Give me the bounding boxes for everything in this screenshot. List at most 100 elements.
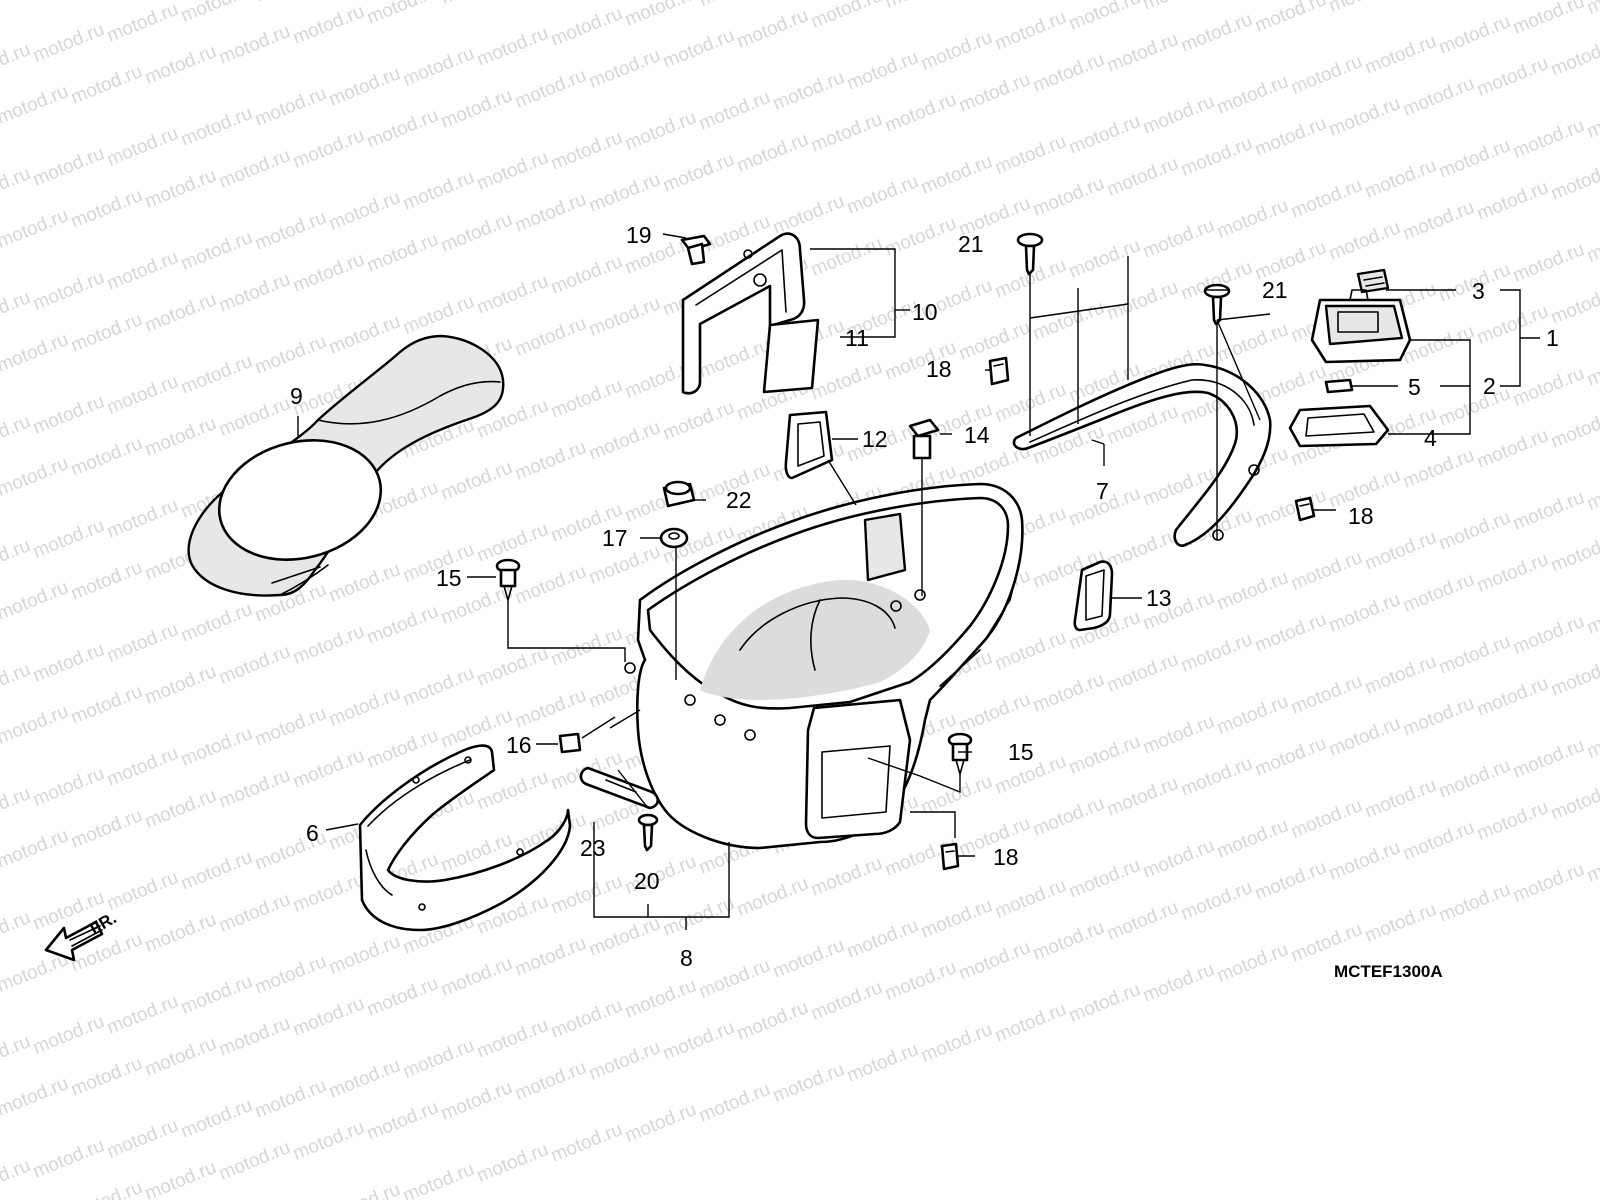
watermark-text: motod.ru: [364, 1097, 441, 1145]
watermark-text: motod.ru: [104, 619, 181, 667]
callout-7[interactable]: 7: [1096, 478, 1109, 504]
watermark-text: motod.ru: [1214, 691, 1291, 739]
callout-18-top[interactable]: 18: [926, 356, 952, 382]
watermark-text: motod.ru: [104, 1115, 181, 1163]
watermark-text: motod.ru: [252, 951, 329, 999]
watermark-text: motod.ru: [0, 0, 71, 5]
callout-18-bottom[interactable]: 18: [993, 844, 1019, 870]
callout-9[interactable]: 9: [290, 383, 303, 409]
part-9-seat-cover[interactable]: [187, 334, 505, 597]
callout-21-top[interactable]: 21: [958, 231, 984, 257]
callout-15-left[interactable]: 15: [436, 565, 462, 591]
part-16-clip[interactable]: [558, 732, 582, 754]
part-5-bulb[interactable]: [1324, 378, 1354, 394]
watermark-text: motod.ru: [30, 143, 107, 191]
part-17-collar[interactable]: [659, 527, 689, 549]
watermark-text: motod.ru: [30, 763, 107, 811]
watermark-text: motod.ru: [808, 233, 885, 281]
watermark-text: motod.ru: [1140, 91, 1217, 139]
callout-14[interactable]: 14: [964, 422, 990, 448]
part-19-screw[interactable]: [680, 234, 712, 266]
watermark-text: motod.ru: [1288, 919, 1365, 967]
callout-6[interactable]: 6: [306, 820, 319, 846]
watermark-text: motod.ru: [622, 107, 699, 155]
watermark-text: motod.ru: [1362, 651, 1439, 699]
watermark-text: motod.ru: [1104, 649, 1181, 697]
part-3-bulb-lens[interactable]: [1356, 268, 1390, 294]
watermark-text: motod.ru: [1474, 425, 1551, 473]
part-21-screw-right[interactable]: [1203, 283, 1231, 326]
callout-11[interactable]: 11: [845, 325, 869, 351]
callout-3[interactable]: 3: [1472, 278, 1485, 304]
part-12-gasket[interactable]: [784, 410, 834, 480]
callout-5[interactable]: 5: [1408, 374, 1421, 400]
watermark-text: motod.ru: [1066, 855, 1143, 903]
callout-18-right[interactable]: 18: [1348, 503, 1374, 529]
callout-4[interactable]: 4: [1424, 425, 1437, 451]
watermark-text: motod.ru: [0, 329, 71, 377]
watermark-text: motod.ru: [290, 249, 367, 297]
part-11-pad[interactable]: [762, 318, 820, 394]
watermark-text: motod.ru: [0, 1155, 33, 1200]
watermark-text: motod.ru: [956, 689, 1033, 737]
watermark-text: motod.ru: [992, 999, 1069, 1047]
front-direction-arrow: FR.: [44, 908, 120, 962]
part-23-plate[interactable]: [579, 766, 660, 810]
watermark-text: motod.ru: [548, 3, 625, 51]
part-6-front-cover[interactable]: [358, 744, 572, 932]
part-21-screw-top[interactable]: [1016, 232, 1044, 276]
callout-13[interactable]: 13: [1146, 585, 1172, 611]
watermark-text: motod.ru: [992, 627, 1069, 675]
part-13-latch[interactable]: [1073, 560, 1114, 632]
callout-2[interactable]: 2: [1483, 373, 1496, 399]
part-18-clip-bottom[interactable]: [940, 842, 960, 871]
watermark-text: motod.ru: [30, 391, 107, 439]
callout-10[interactable]: 10: [912, 299, 938, 325]
watermark-text: motod.ru: [1288, 547, 1365, 595]
part-18-clip-top[interactable]: [988, 356, 1010, 386]
part-2-light-housing[interactable]: [1310, 289, 1412, 364]
watermark-text: motod.ru: [586, 1037, 663, 1085]
watermark-text: motod.ru: [438, 457, 515, 505]
watermark-text: motod.ru: [734, 873, 811, 921]
watermark-text: motod.ru: [1474, 177, 1551, 225]
watermark-text: motod.ru: [1252, 485, 1329, 533]
watermark-text: motod.ru: [1178, 9, 1255, 57]
watermark-text: motod.ru: [326, 63, 403, 111]
callout-15-right[interactable]: 15: [1008, 739, 1034, 765]
part-15-bolt-right[interactable]: [947, 732, 973, 775]
part-10-cover[interactable]: [681, 232, 806, 395]
part-8-luggage-box[interactable]: [624, 482, 1024, 850]
watermark-text: motod.ru: [364, 0, 441, 29]
watermark-text: motod.ru: [1030, 297, 1107, 345]
callout-23[interactable]: 23: [580, 835, 606, 861]
watermark-text: motod.ru: [1214, 195, 1291, 243]
callout-12[interactable]: 12: [862, 426, 888, 452]
watermark-text: motod.ru: [68, 681, 145, 729]
watermark-text: motod.ru: [1104, 277, 1181, 325]
watermark-text: motod.ru: [30, 1011, 107, 1059]
part-4-lens[interactable]: [1288, 404, 1390, 448]
callout-8[interactable]: 8: [680, 945, 693, 971]
watermark-text: motod.ru: [30, 1135, 107, 1183]
watermark-text: motod.ru: [548, 995, 625, 1043]
part-22-nut[interactable]: [662, 480, 696, 508]
callout-17[interactable]: 17: [602, 525, 628, 551]
watermark-text: motod.ru: [1326, 217, 1403, 265]
callout-21-right[interactable]: 21: [1262, 277, 1288, 303]
watermark-text: motod.ru: [326, 187, 403, 235]
watermark-text: motod.ru: [30, 19, 107, 67]
part-20-screw[interactable]: [637, 813, 659, 852]
watermark-text: motod.ru: [1510, 363, 1587, 411]
part-18-clip-right[interactable]: [1294, 496, 1316, 522]
watermark-text: motod.ru: [1436, 383, 1513, 431]
callout-22[interactable]: 22: [726, 487, 752, 513]
watermark-text: motod.ru: [660, 25, 737, 73]
callout-19[interactable]: 19: [626, 222, 652, 248]
callout-1[interactable]: 1: [1546, 325, 1559, 351]
watermark-text: motod.ru: [696, 1079, 773, 1127]
watermark-text: motod.ru: [438, 209, 515, 257]
callout-16[interactable]: 16: [506, 732, 532, 758]
callout-20[interactable]: 20: [634, 868, 660, 894]
watermark-text: motod.ru: [956, 937, 1033, 985]
